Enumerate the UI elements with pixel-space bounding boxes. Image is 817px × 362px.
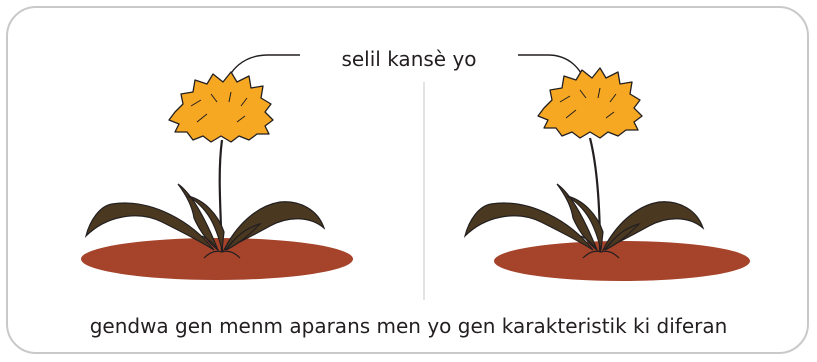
flower-head-left <box>168 71 274 143</box>
plant-left <box>81 71 353 280</box>
soil-right <box>494 241 750 281</box>
plant-right <box>464 67 750 281</box>
soil-left <box>81 238 353 280</box>
diagram-caption: gendwa gen menm aparans men yo gen karak… <box>89 314 728 338</box>
cancer-cells-label: selil kansè yo <box>300 47 518 71</box>
flower-head-right <box>537 67 643 139</box>
